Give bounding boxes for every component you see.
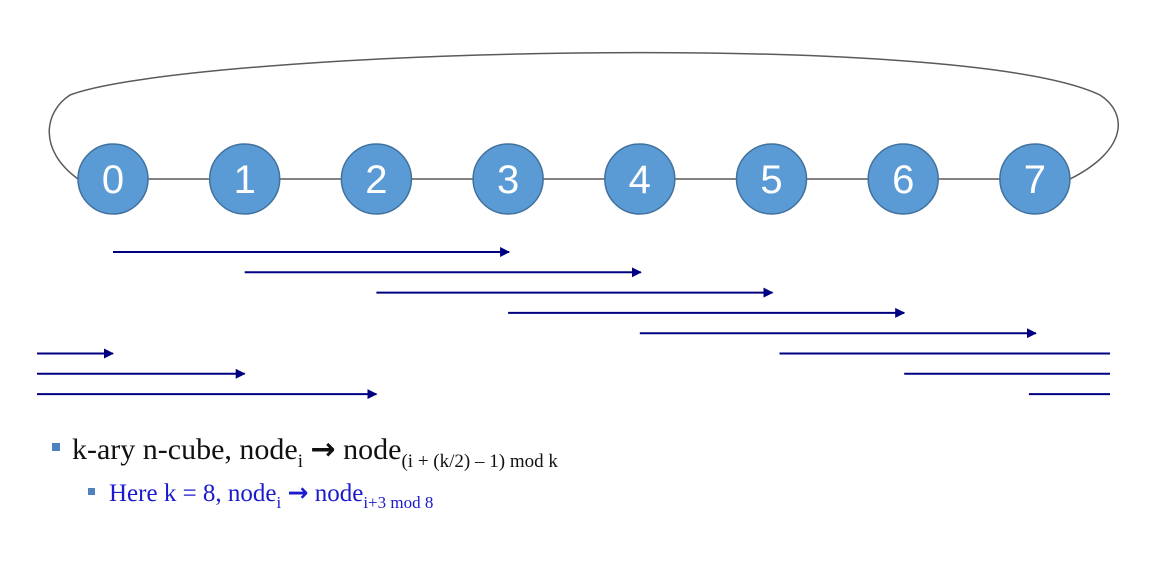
node-circle — [604, 143, 676, 215]
node-0: 0 — [77, 143, 149, 215]
node-label: 3 — [497, 158, 519, 202]
node-label: 6 — [892, 158, 914, 202]
node-5: 5 — [735, 143, 808, 215]
node-label: 2 — [365, 158, 387, 202]
node-7: 7 — [999, 143, 1071, 215]
node-circle — [208, 143, 281, 215]
node-2: 2 — [340, 143, 413, 215]
node-circle — [472, 143, 544, 215]
node-4: 4 — [604, 143, 676, 215]
node-circle — [867, 143, 939, 215]
node-6: 6 — [867, 143, 939, 215]
node-label: 7 — [1024, 158, 1046, 202]
node-label: 4 — [629, 158, 651, 202]
node-circle — [999, 143, 1071, 215]
node-3: 3 — [472, 143, 544, 215]
node-label: 5 — [760, 158, 782, 202]
node-circle — [340, 143, 413, 215]
node-circle — [735, 143, 808, 215]
node-1: 1 — [208, 143, 281, 215]
wraparound-link — [48, 51, 1119, 180]
node-circle — [77, 143, 149, 215]
node-label: 0 — [102, 158, 124, 202]
node-label: 1 — [234, 158, 256, 202]
